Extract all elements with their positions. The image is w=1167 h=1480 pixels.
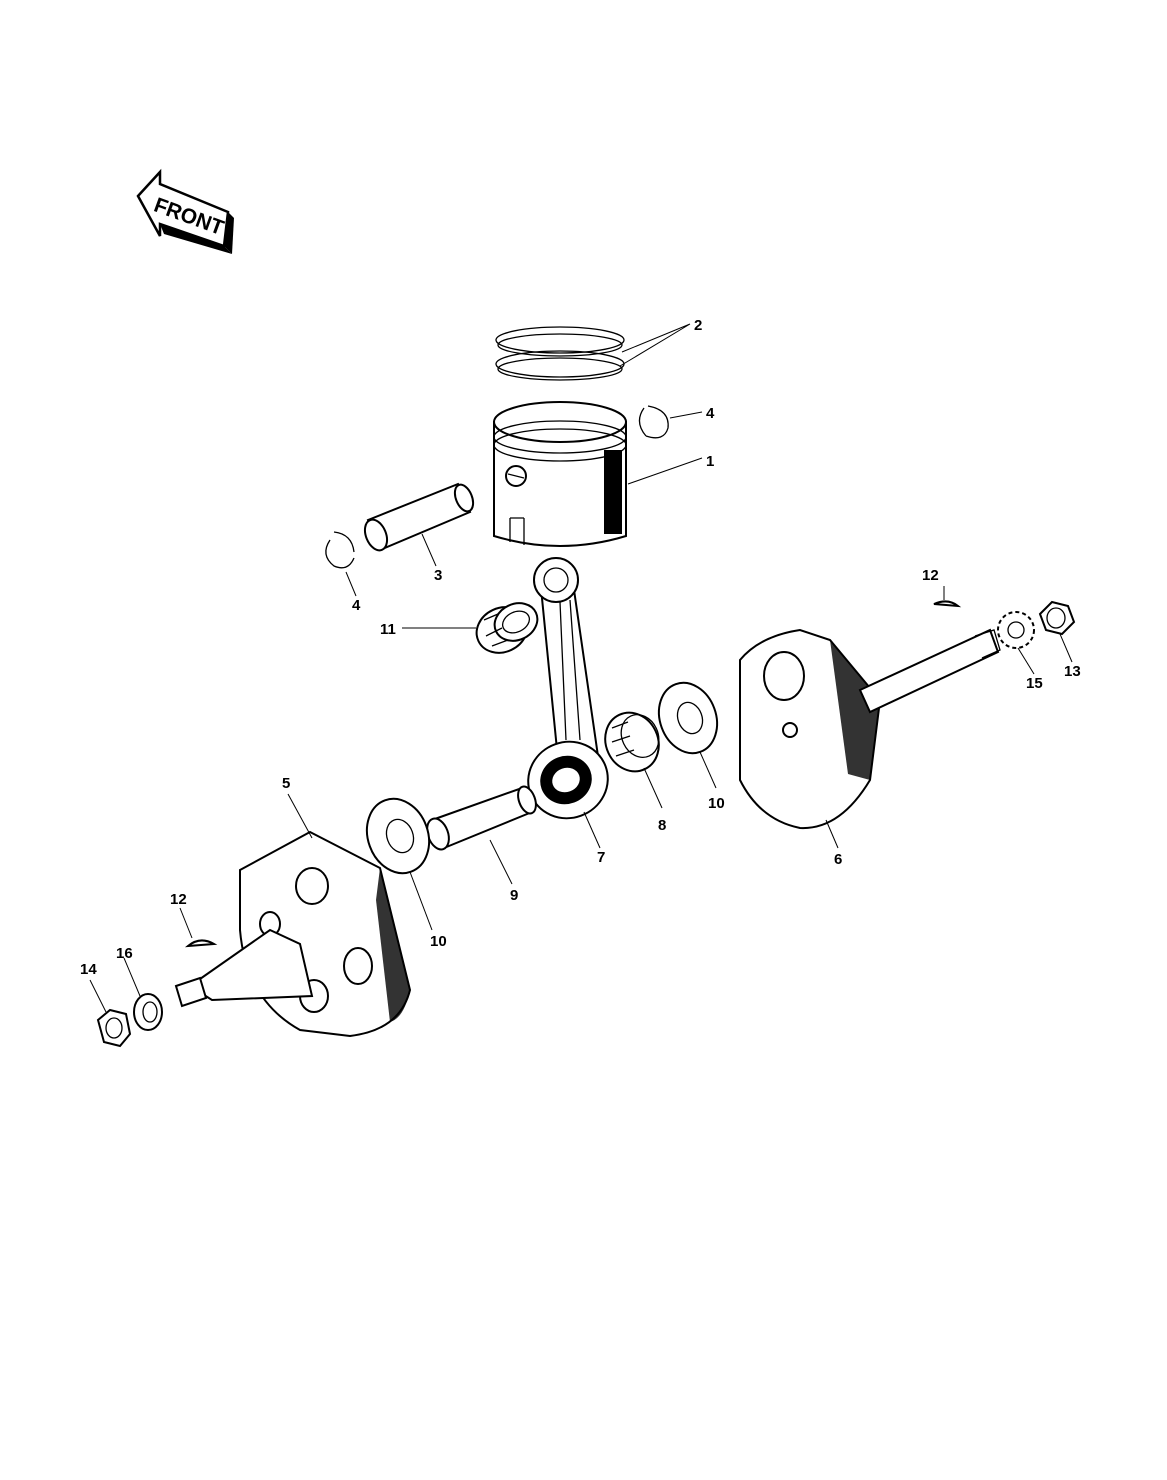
callout-11: 11	[380, 621, 396, 638]
snap-ring-right	[638, 405, 669, 439]
callout-1: 1	[706, 453, 714, 470]
bearing-small-end	[475, 602, 539, 654]
crank-right	[739, 628, 1001, 830]
piston-rings	[495, 326, 625, 381]
callout-16: 16	[116, 945, 133, 962]
callout-12-left: 12	[170, 891, 187, 908]
key-left	[184, 939, 218, 948]
callout-labels: 1 2 3 4 4 5 6 7 8 9 10 10 11 12 12 13 14…	[80, 317, 1081, 978]
crank-pin	[426, 785, 537, 851]
callout-3: 3	[434, 567, 442, 584]
snap-ring-left	[325, 531, 355, 569]
callout-15: 15	[1026, 675, 1043, 692]
callout-13: 13	[1064, 663, 1081, 680]
callout-7: 7	[597, 849, 605, 866]
washer-left	[365, 797, 431, 875]
nut-right	[1038, 600, 1076, 636]
front-arrow-icon: FRONT	[136, 168, 234, 254]
callout-6: 6	[834, 851, 842, 868]
key-right	[933, 600, 962, 608]
leader-lines	[89, 323, 1073, 1013]
connecting-rod	[527, 557, 609, 820]
piston-pin	[363, 482, 475, 552]
callout-4-left: 4	[352, 597, 361, 614]
washer-small-left	[133, 993, 163, 1031]
callout-9: 9	[510, 887, 518, 904]
callout-5: 5	[282, 775, 290, 792]
crank-left	[174, 830, 412, 1038]
callout-10-left: 10	[430, 933, 447, 950]
callout-4-right: 4	[706, 405, 715, 422]
piston	[493, 401, 627, 547]
nut-left	[96, 1008, 132, 1048]
lock-washer-right	[997, 611, 1035, 649]
callout-12-right: 12	[922, 567, 939, 584]
callout-8: 8	[658, 817, 666, 834]
washer-right	[657, 681, 719, 755]
callout-14: 14	[80, 961, 97, 978]
callout-10-right: 10	[708, 795, 725, 812]
callout-2: 2	[694, 317, 702, 334]
